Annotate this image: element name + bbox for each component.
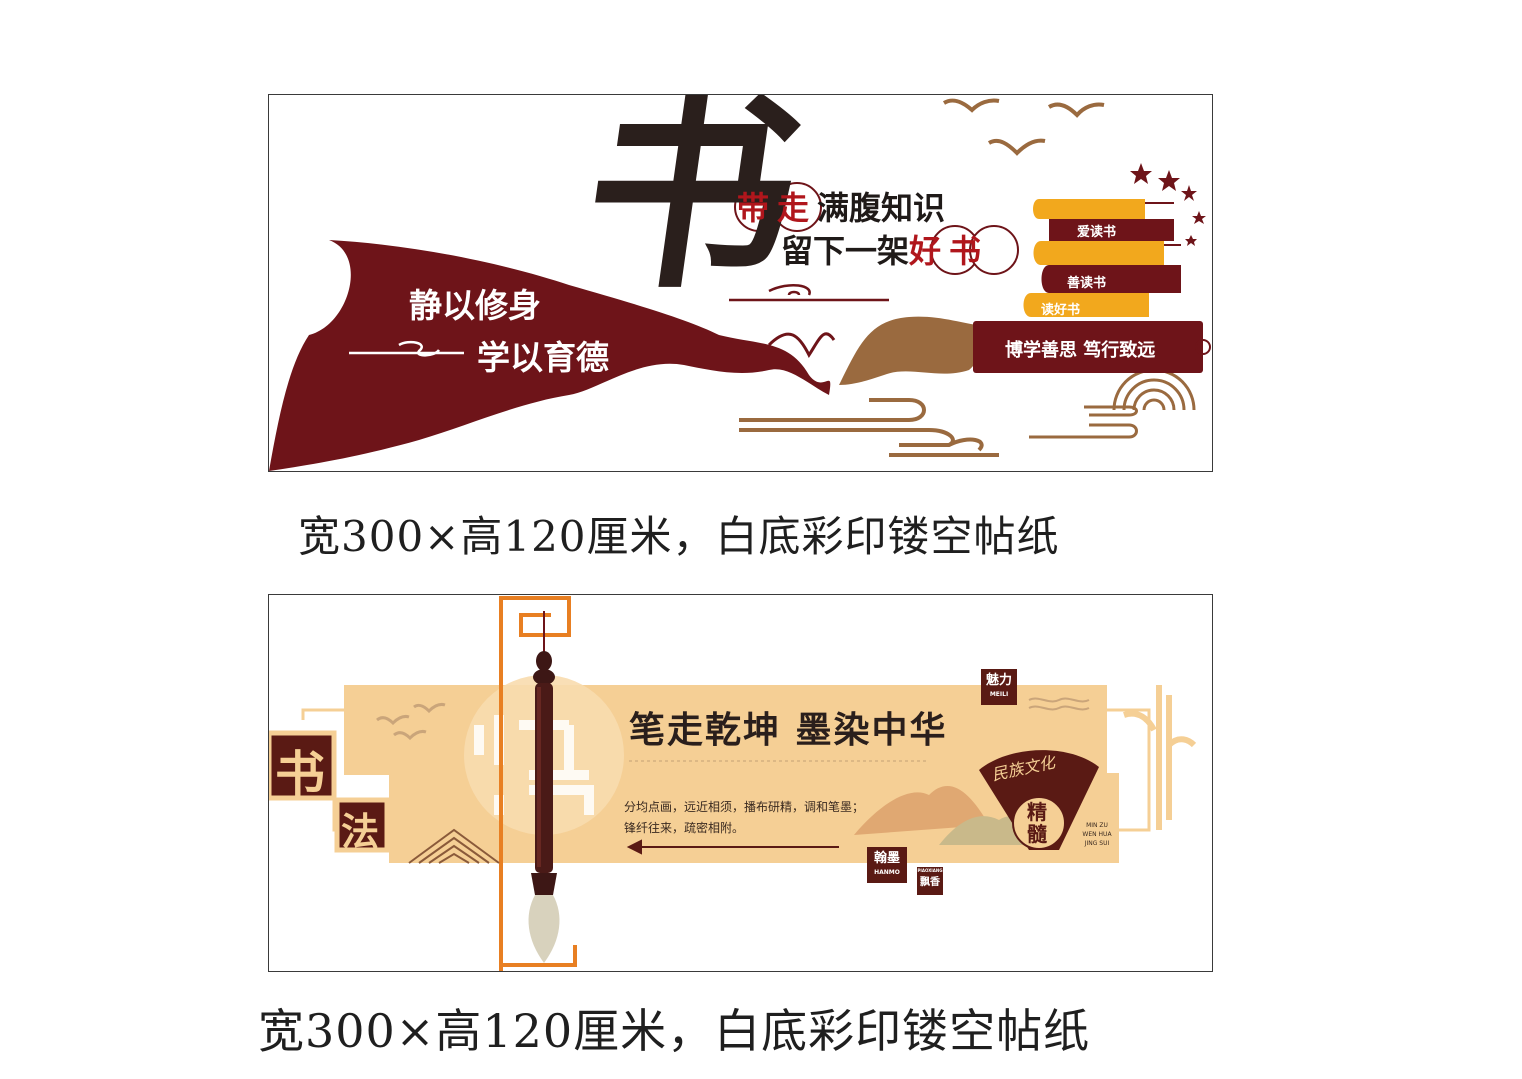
slogan-line-2: 学以育德 bbox=[477, 338, 609, 377]
cloud-swirl-1 bbox=[729, 283, 889, 302]
book-label-2: 善读书 bbox=[1067, 276, 1107, 291]
bamboo bbox=[1123, 685, 1197, 830]
headline-1-highlight: 带走 bbox=[737, 189, 818, 227]
highlight-circles bbox=[734, 182, 1019, 275]
book-label-1: 爱读书 bbox=[1077, 225, 1117, 240]
bottom-artwork bbox=[269, 596, 1197, 971]
tag-meili-text: 魅力 bbox=[985, 673, 1012, 688]
headline-2-text: 留下一架 bbox=[781, 232, 910, 270]
motto-box bbox=[973, 321, 1203, 373]
tag-piaoxiang: PIAOXIANG 飘香 bbox=[917, 867, 943, 895]
maroon-ribbon bbox=[269, 240, 831, 471]
caption-top: 宽300×高120厘米，白底彩印镂空帖纸 bbox=[298, 512, 1060, 561]
tag-piaoxiang-en: PIAOXIANG bbox=[917, 868, 943, 873]
headline-2-highlight: 好书 bbox=[909, 232, 990, 270]
mountain-line bbox=[767, 332, 836, 358]
brown-brush-stroke bbox=[839, 316, 989, 385]
mountain-pattern bbox=[408, 828, 500, 864]
stars bbox=[1130, 163, 1206, 246]
motto-text: 博学善思 笃行致远 bbox=[1005, 340, 1156, 361]
side-box-2 bbox=[334, 797, 390, 853]
slogan-line-1: 静以修身 bbox=[409, 286, 541, 325]
headline-line-2: 留下一架好书 bbox=[781, 226, 989, 272]
bottom-design-panel: 书 法 笔走乾坤 墨染中华 分均点画，远近相须，播布研精，调和笔墨； 锋纤往来，… bbox=[268, 594, 1213, 972]
book-stack bbox=[1023, 199, 1181, 317]
tag-hanmo-en: HANMO bbox=[874, 869, 900, 876]
top-artwork bbox=[269, 98, 1211, 471]
cloud-pattern-right bbox=[1029, 368, 1196, 439]
tag-meili: 魅力 MEILI bbox=[981, 669, 1017, 705]
book-label-3: 读好书 bbox=[1041, 303, 1081, 318]
birds bbox=[376, 703, 446, 741]
main-title: 笔走乾坤 墨染中华 bbox=[629, 709, 948, 751]
jingsui-en: MIN ZU WEN HUA JING SUI bbox=[1082, 822, 1112, 847]
caption-bottom: 宽300×高120厘米，白底彩印镂空帖纸 bbox=[258, 1004, 1091, 1058]
landscape-mountain-1 bbox=[854, 786, 989, 835]
calligraphy-brush bbox=[528, 611, 560, 963]
wave-symbol bbox=[1028, 697, 1090, 711]
tag-hanmo-text: 翰墨 bbox=[873, 851, 900, 866]
side-char-shu: 书 bbox=[275, 745, 325, 804]
cloud-pattern-bottom bbox=[739, 398, 999, 457]
side-box-1 bbox=[269, 730, 337, 801]
slogan-divider bbox=[349, 340, 464, 357]
body-text-line-1: 分均点画，远近相须，播布研精，调和笔墨； bbox=[624, 800, 865, 814]
tag-meili-en: MEILI bbox=[989, 691, 1009, 698]
body-arrow bbox=[626, 839, 839, 855]
orange-frame bbox=[499, 596, 571, 971]
top-design-panel: 书 静以修身 学以育德 带走满腹知识 留下一架好书 爱读书 善读书 读好书 博学… bbox=[268, 94, 1213, 472]
tag-hanmo: 翰墨 HANMO bbox=[867, 847, 907, 883]
jingsui-circle bbox=[1012, 796, 1066, 850]
headline-1-text: 满腹知识 bbox=[817, 189, 946, 227]
jingsui-text: 精髓 bbox=[1027, 800, 1047, 846]
tag-piaoxiang-text: 飘香 bbox=[920, 877, 940, 888]
body-text-line-2: 锋纤往来，疏密相附。 bbox=[624, 821, 745, 835]
birds bbox=[942, 98, 1105, 156]
side-char-fa: 法 bbox=[341, 809, 380, 854]
headline-line-1: 带走满腹知识 bbox=[737, 183, 945, 229]
